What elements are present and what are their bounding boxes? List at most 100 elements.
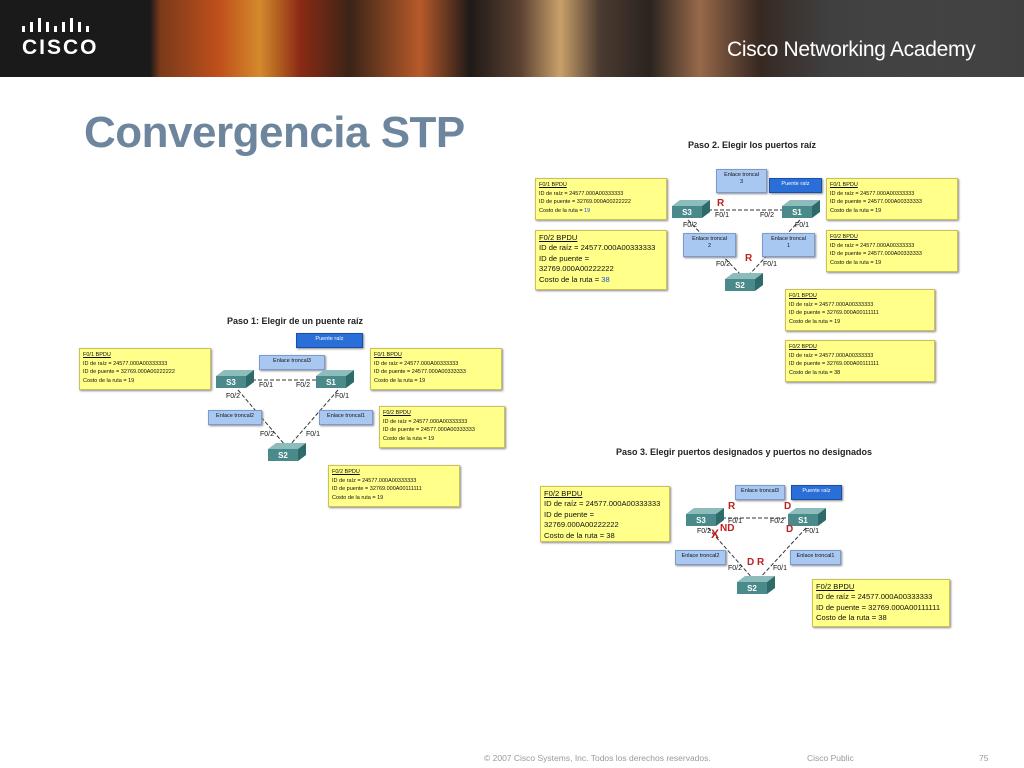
step3-switch-s1: S1	[788, 508, 826, 526]
step3-trunk1-tag: Enlace troncal1	[790, 550, 841, 565]
bpdu-path-cost: Costo de la ruta = 19	[332, 494, 384, 501]
step1-port-s1-f01: F0/1	[335, 393, 350, 400]
bpdu-root-id: ID de raíz = 24577.000A00333333	[539, 243, 656, 253]
header-banner: CISCO Cisco Networking Academy	[0, 0, 1024, 77]
academy-title: Cisco Networking Academy	[727, 38, 976, 61]
bpdu-path-cost: Costo de la ruta = 19	[539, 207, 663, 216]
step2-bpdu-right-3: F0/1 BPDU ID de raíz = 24577.000A0033333…	[785, 289, 935, 331]
step2-port-s3-f02: F0/2	[683, 222, 698, 229]
bpdu-header: F0/2 BPDU	[789, 344, 817, 350]
step1-switch-s1: S1	[316, 370, 354, 388]
switch-icon	[268, 443, 306, 461]
switch-label: S2	[747, 584, 757, 593]
bpdu-root-id: ID de raíz = 24577.000A00333333	[830, 190, 915, 197]
switch-icon	[788, 508, 826, 526]
bpdu-bridge-label: ID de puente =	[544, 509, 595, 519]
cost-label: Costo de la ruta =	[539, 274, 602, 284]
bpdu-path-cost: Costo de la ruta = 38	[789, 369, 841, 376]
step2-bpdu-right-2: F0/2 BPDU ID de raíz = 24577.000A0033333…	[826, 230, 958, 272]
step2-port-s3-f01: F0/1	[715, 212, 730, 219]
switch-icon	[686, 508, 724, 526]
switch-label: S3	[696, 516, 706, 525]
bpdu-header: F0/2 BPDU	[830, 234, 858, 240]
step1-title: Paso 1: Elegir de un puente raíz	[227, 316, 364, 326]
step1-root-bridge-tag: Puente raíz	[296, 333, 363, 348]
step1-port-s3-f02: F0/2	[226, 393, 241, 400]
step3-nondesignated-mark: ND	[720, 523, 735, 534]
switch-label: S1	[792, 208, 802, 217]
step3-root-bridge-tag: Puente raíz	[791, 485, 842, 500]
step1-bpdu-s1-f01: F0/1 BPDU ID de raíz = 24577.000A0033333…	[370, 348, 502, 390]
step2-root-bridge-tag: Puente raíz	[769, 178, 822, 193]
footer-copyright: © 2007 Cisco Systems, Inc. Todos los der…	[484, 753, 711, 763]
bpdu-path-cost: Costo de la ruta = 19	[383, 435, 435, 442]
step3-blocked-x-icon: X	[711, 527, 720, 541]
bpdu-root-id: ID de raíz = 24577.000A00333333	[83, 360, 168, 367]
bpdu-bridge-id: ID de puente = 32769.000A00111111	[789, 310, 879, 317]
step2-port-s1-f01: F0/1	[795, 222, 810, 229]
step3-bpdu-right: F0/2 BPDU ID de raíz = 24577.000A0033333…	[812, 579, 950, 627]
step1-trunk2-tag: Enlace troncal2	[208, 410, 262, 425]
step3-trunk2-tag: Enlace troncal2	[675, 550, 726, 565]
step2-trunk3-tag: Enlace troncal 3	[716, 169, 767, 193]
step1-bpdu-s2-f02: F0/2 BPDU ID de raíz = 24577.000A0033333…	[328, 465, 460, 507]
bpdu-bridge-id: ID de puente = 24577.000A00333333	[830, 199, 922, 206]
cisco-logo-word: CISCO	[22, 36, 99, 59]
step3-root-port-mark: R	[728, 501, 736, 512]
bpdu-root-id: ID de raíz = 24577.000A00333333	[816, 592, 933, 602]
cost-value: 19	[584, 207, 591, 214]
bpdu-root-id: ID de raíz = 24577.000A00333333	[539, 190, 624, 197]
bpdu-bridge-id: 32769.000A00222222	[544, 520, 619, 530]
bpdu-root-id: ID de raíz = 24577.000A00333333	[374, 360, 459, 367]
step1-switch-s2: S2	[268, 443, 306, 461]
step2-switch-s1: S1	[782, 200, 820, 218]
step2-bpdu-left-f01: F0/1 BPDU ID de raíz = 24577.000A0033333…	[535, 178, 667, 220]
step1-bpdu-s3-f01: F0/1 BPDU ID de raíz = 24577.000A0033333…	[79, 348, 211, 390]
step3-trunk3-tag: Enlace troncal3	[735, 485, 785, 500]
step2-switch-s2: S2	[725, 273, 763, 291]
bpdu-header: F0/1 BPDU	[539, 182, 567, 188]
step1-switch-s3: S3	[216, 370, 254, 388]
step2-switch-s3: S3	[672, 200, 710, 218]
tag-line: Enlace troncal	[724, 172, 759, 178]
step2-root-port-mark-s2: R	[745, 253, 753, 264]
bpdu-root-id: ID de raíz = 24577.000A00333333	[332, 477, 417, 484]
bpdu-bridge-id: ID de puente = 32769.000A00111111	[789, 361, 879, 368]
step3-port-s3-f01: F0/1	[728, 518, 743, 525]
step3-title: Paso 3. Elegir puertos designados y puer…	[616, 447, 873, 457]
bpdu-header: F0/2 BPDU	[544, 489, 583, 498]
bpdu-bridge-id: 32769.000A00222222	[539, 264, 614, 274]
step3-port-s1-f02: F0/2	[770, 518, 785, 525]
cost-label: Costo de la ruta =	[539, 207, 585, 214]
step3-port-s3-f02: F0/2	[697, 528, 712, 535]
footer-classification: Cisco Public	[807, 753, 854, 763]
s3-link-3-2	[707, 527, 755, 581]
step2-port-s2-f02: F0/2	[716, 261, 731, 268]
bpdu-bridge-id: ID de puente = 32769.000A00222222	[539, 199, 631, 206]
step2-bpdu-right-4: F0/2 BPDU ID de raíz = 24577.000A0033333…	[785, 340, 935, 382]
bpdu-header: F0/2 BPDU	[332, 469, 360, 475]
step3-switch-s2: S2	[737, 576, 775, 594]
bpdu-header: F0/2 BPDU	[383, 410, 411, 416]
s1-link-1-2	[289, 389, 339, 446]
bpdu-header: F0/1 BPDU	[789, 293, 817, 299]
step2-bpdu-right-1: F0/1 BPDU ID de raíz = 24577.000A0033333…	[826, 178, 958, 220]
switch-icon	[672, 200, 710, 218]
cost-value: 38	[601, 274, 610, 284]
bpdu-bridge-id: ID de puente = 24577.000A00333333	[383, 427, 475, 434]
bpdu-bridge-id: ID de puente = 32769.000A00111111	[816, 602, 941, 612]
step3-designated-port-mark-s1-f01: D	[786, 524, 794, 535]
bpdu-header: F0/1 BPDU	[83, 352, 111, 358]
footer-page-number: 75	[979, 753, 989, 763]
step2-bpdu-left-f02: F0/2 BPDU ID de raíz = 24577.000A0033333…	[535, 230, 667, 290]
step3-port-s2-f01: F0/1	[773, 565, 788, 572]
bpdu-root-id: ID de raíz = 24577.000A00333333	[383, 418, 468, 425]
switch-label: S1	[326, 378, 336, 387]
step3-port-s1-f01: F0/1	[805, 528, 820, 535]
step3-s2-port-marks: D R	[747, 557, 765, 568]
step1-trunk3-tag: Enlace troncal3	[259, 355, 325, 370]
tag-line: Enlace troncal	[692, 236, 727, 242]
switch-label: S3	[226, 378, 236, 387]
step1-port-s3-f01: F0/1	[259, 382, 274, 389]
bpdu-bridge-id: ID de puente = 32769.000A00111111	[332, 486, 422, 493]
